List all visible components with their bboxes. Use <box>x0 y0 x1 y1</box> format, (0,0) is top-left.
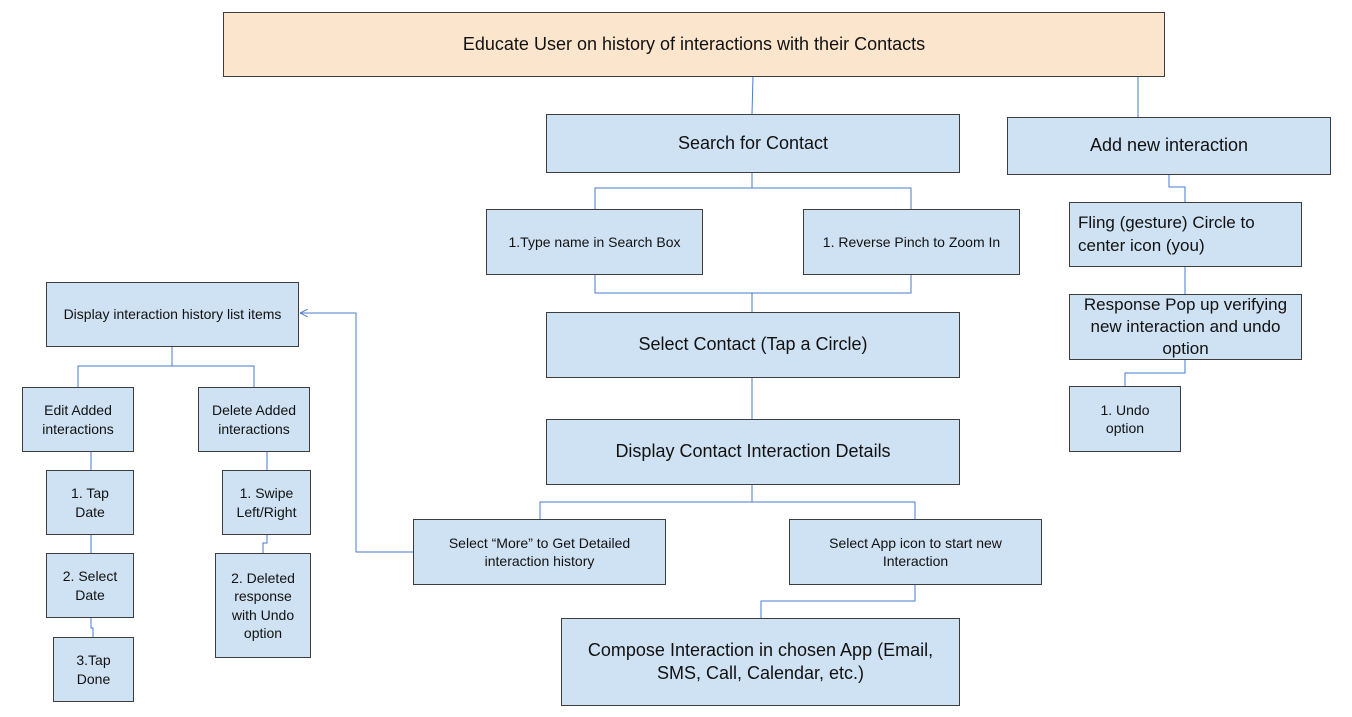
node-select-date: 2. Select Date <box>46 553 134 618</box>
edge-history-branches <box>77 346 173 387</box>
edge-swipe-deleted <box>262 534 268 553</box>
edge-app-compose <box>760 584 916 618</box>
edge-search-reversepinch <box>752 187 912 209</box>
node-undo-option: 1. Undo option <box>1069 386 1181 452</box>
edge-more-history <box>301 313 413 553</box>
node-search-for-contact: Search for Contact <box>546 114 960 173</box>
node-add-new-interaction: Add new interaction <box>1007 117 1331 175</box>
edge-selectdate-tapdone <box>90 617 94 637</box>
edge-branches-selectcontact <box>594 274 912 294</box>
edge-details-app <box>752 501 916 519</box>
node-compose-interaction: Compose Interaction in chosen App (Email… <box>561 618 960 706</box>
node-reverse-pinch: 1. Reverse Pinch to Zoom In <box>803 209 1020 275</box>
node-select-more: Select “More” to Get Detailed interactio… <box>413 519 666 585</box>
node-deleted-response: 2. Deleted response with Undo option <box>215 553 311 658</box>
edge-search-branches <box>594 172 753 209</box>
edge-details-more <box>539 485 753 519</box>
edge-root-search <box>751 75 754 115</box>
node-display-contact-details: Display Contact Interaction Details <box>546 419 960 485</box>
node-fling-gesture: Fling (gesture) Circle to center icon (y… <box>1069 202 1302 267</box>
node-response-popup: Response Pop up verifying new interactio… <box>1069 294 1302 360</box>
node-select-contact: Select Contact (Tap a Circle) <box>546 312 960 378</box>
node-type-name: 1.Type name in Search Box <box>486 209 703 275</box>
node-tap-date: 1. Tap Date <box>46 470 134 535</box>
node-delete-added: Delete Added interactions <box>198 387 310 452</box>
node-edit-added: Edit Added interactions <box>22 387 134 452</box>
node-root: Educate User on history of interactions … <box>223 12 1165 77</box>
node-swipe: 1. Swipe Left/Right <box>222 470 311 535</box>
edge-history-delete <box>172 365 255 387</box>
edge-addnew-fling <box>1168 175 1186 202</box>
edge-popup-undo <box>1124 359 1186 386</box>
node-select-app-icon: Select App icon to start new Interaction <box>789 519 1042 585</box>
node-tap-done: 3.Tap Done <box>53 637 134 702</box>
node-display-history-list: Display interaction history list items <box>46 282 299 347</box>
